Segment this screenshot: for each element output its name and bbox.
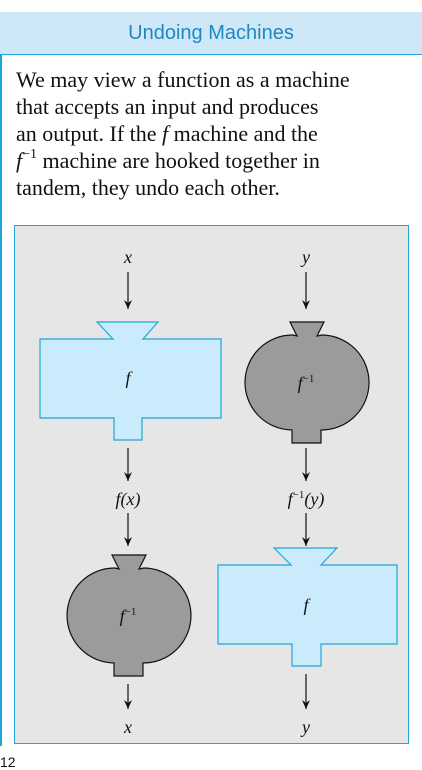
right-input-label: y <box>300 247 310 267</box>
description-line-1: We may view a function as a machine <box>16 67 350 92</box>
f-machine-right <box>217 547 398 667</box>
f-inverse-machine-right-label: f−1 <box>298 373 315 393</box>
f-symbol: f <box>162 121 169 146</box>
machines-diagram: x f f(x) f−1 x y f−1 <box>39 247 398 737</box>
f-inverse-symbol: f <box>16 148 23 173</box>
f-inverse-machine-right <box>244 321 370 444</box>
left-output-label: x <box>123 717 132 737</box>
f-machine-right-label: f <box>303 595 311 615</box>
description-line-3: an output. If the f machine and the <box>16 121 318 146</box>
f-inverse-machine-left <box>66 554 192 677</box>
f-inverse-machine-left-label: f−1 <box>120 606 137 626</box>
machines-figure: x f f(x) f−1 x y f−1 <box>14 225 409 744</box>
f-machine-left <box>39 321 222 441</box>
description-line-2: that accepts an input and produces <box>16 94 319 119</box>
left-input-label: x <box>123 247 132 267</box>
description-text: We may view a function as a machine that… <box>16 66 410 201</box>
left-middle-label: f(x) <box>116 489 141 510</box>
description-line-5: tandem, they undo each other. <box>16 175 280 200</box>
left-border-rule <box>0 12 2 746</box>
f-machine-left-label: f <box>125 368 133 388</box>
panel-header: Undoing Machines <box>0 12 422 55</box>
page-number-fragment: 12 <box>0 754 16 770</box>
right-middle-label: f−1(y) <box>288 489 325 510</box>
description-line-4: f−1 machine are hooked together in <box>16 146 320 173</box>
right-output-label: y <box>300 717 310 737</box>
panel-title: Undoing Machines <box>128 21 294 44</box>
